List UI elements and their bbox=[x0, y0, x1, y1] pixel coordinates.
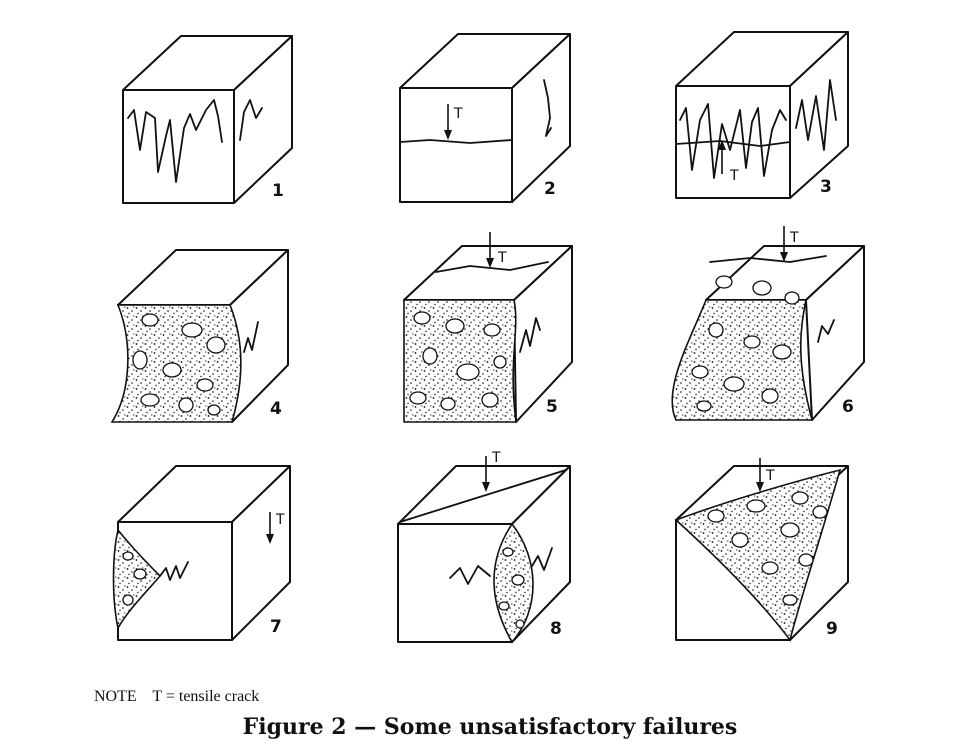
arrow-head bbox=[266, 534, 274, 544]
tensile-label: T bbox=[765, 468, 775, 484]
side-face-crack bbox=[239, 99, 263, 141]
fractured-concrete-face bbox=[671, 299, 814, 421]
top-face-crack bbox=[399, 469, 567, 523]
crack-trace bbox=[449, 565, 491, 585]
cube-front-face bbox=[397, 523, 513, 643]
aggregate-pieces bbox=[132, 313, 226, 416]
panel-number: 3 bbox=[820, 177, 832, 197]
panel-3: T 3 bbox=[675, 31, 849, 199]
panel-8: T 8 bbox=[397, 450, 571, 644]
panel-2: T 2 bbox=[399, 33, 571, 203]
panel-number: 5 bbox=[546, 397, 558, 417]
arrow-head bbox=[482, 482, 490, 492]
panel-1: 1 bbox=[122, 35, 293, 204]
side-face-crack bbox=[817, 319, 835, 343]
tensile-label: T bbox=[497, 250, 507, 266]
aggregate-pieces bbox=[122, 551, 147, 606]
panel-6: T 6 bbox=[671, 226, 865, 421]
horizontal-crack bbox=[675, 140, 791, 147]
side-face-crack bbox=[543, 79, 552, 137]
panel-number: 9 bbox=[826, 619, 838, 639]
panel-7: T 7 bbox=[112, 465, 291, 641]
horizontal-crack bbox=[399, 139, 513, 144]
side-face-crack bbox=[795, 79, 837, 151]
panel-number: 4 bbox=[270, 399, 282, 419]
figure-note: NOTE T = tensile crack bbox=[94, 688, 260, 705]
vertical-cracks bbox=[679, 103, 787, 179]
panel-4: 4 bbox=[110, 249, 289, 423]
tensile-label: T bbox=[275, 512, 285, 528]
arrow-head bbox=[444, 130, 452, 140]
panel-9: T 9 bbox=[674, 458, 849, 642]
panel-number: 8 bbox=[550, 619, 562, 639]
cube-side-face bbox=[805, 245, 865, 421]
panel-number: 6 bbox=[842, 397, 854, 417]
aggregate-pieces bbox=[409, 311, 507, 411]
vertical-cracks bbox=[127, 99, 223, 183]
cube-side-face bbox=[513, 245, 573, 423]
panel-5: T 5 bbox=[403, 232, 573, 423]
tensile-label: T bbox=[453, 106, 463, 122]
arrow-head bbox=[780, 252, 788, 262]
side-face-crack bbox=[243, 321, 259, 353]
panel-number: 7 bbox=[270, 617, 282, 637]
failure-diagram: 1 T 2 T 3 bbox=[110, 31, 865, 644]
arrow-head bbox=[756, 482, 764, 492]
crack-trace bbox=[159, 561, 189, 581]
panel-number: 2 bbox=[544, 179, 556, 199]
tensile-label: T bbox=[729, 168, 739, 184]
arrow-head bbox=[486, 258, 494, 268]
top-face-crack bbox=[709, 255, 827, 263]
side-face-crack bbox=[531, 547, 553, 571]
side-face-crack bbox=[519, 317, 541, 353]
arrow-head bbox=[718, 140, 726, 150]
figure-caption: Figure 2 — Some unsatisfactory failures bbox=[242, 714, 738, 740]
aggregate-pieces bbox=[498, 547, 525, 629]
aggregate-pieces bbox=[691, 275, 800, 412]
cube-front-face bbox=[399, 87, 513, 203]
tensile-label: T bbox=[491, 450, 501, 466]
panel-number: 1 bbox=[272, 181, 284, 201]
aggregate-pieces bbox=[707, 491, 828, 606]
tensile-label: T bbox=[789, 230, 799, 246]
